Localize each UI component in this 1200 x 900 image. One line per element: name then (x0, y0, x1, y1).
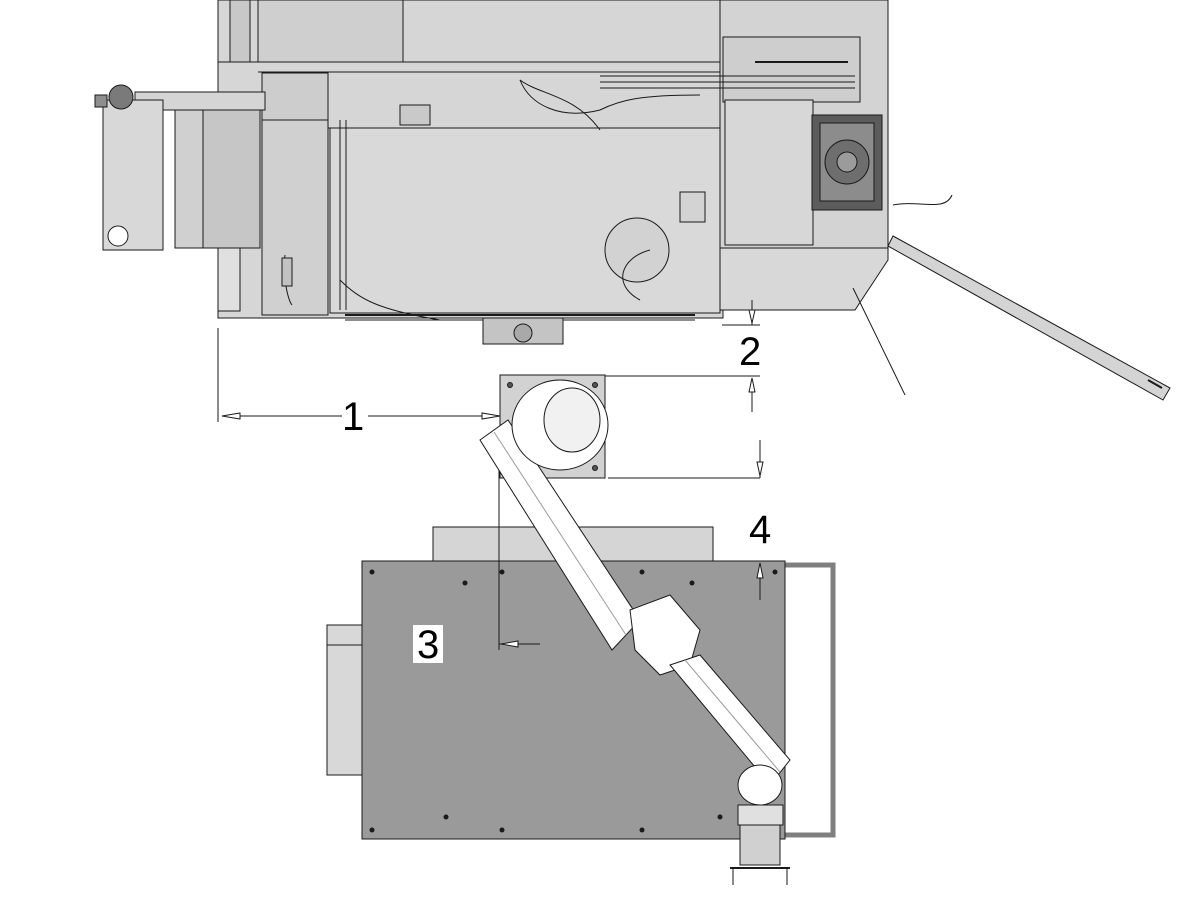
callout-4: 4 (749, 508, 771, 552)
table-handle-frame (785, 562, 836, 838)
table-left-drawer (326, 624, 364, 776)
callout-1: 1 (342, 395, 364, 439)
dimension-3 (498, 462, 540, 650)
machine-spindle-cover (604, 217, 670, 283)
machine-small-panel (679, 191, 706, 223)
robot-arm (479, 379, 791, 885)
machine-right-top-box (722, 36, 861, 103)
robot-wrist-joint (737, 764, 783, 806)
robot-gripper (730, 804, 790, 885)
callout-2: 2 (739, 330, 761, 374)
machine-inner-door (724, 99, 814, 246)
machine-inner-bay (329, 127, 721, 314)
tool-magazine (102, 99, 164, 251)
chip-conveyor-chute (887, 235, 1171, 401)
callout-3: 3 (417, 623, 439, 667)
machine-door-panel (261, 119, 329, 316)
dimension-2 (605, 300, 764, 479)
machine-right-base (719, 247, 889, 311)
machine-upper-panel (257, 0, 404, 63)
machine-tool (94, 0, 1171, 401)
dimension-1 (217, 328, 501, 422)
machine-side-panel (261, 72, 329, 121)
dimension-4 (756, 562, 764, 600)
machine-upper-slide (229, 0, 251, 63)
tool-changer-door (217, 247, 241, 312)
machine-cable-harness (519, 79, 701, 114)
robot-forearm (669, 654, 791, 786)
